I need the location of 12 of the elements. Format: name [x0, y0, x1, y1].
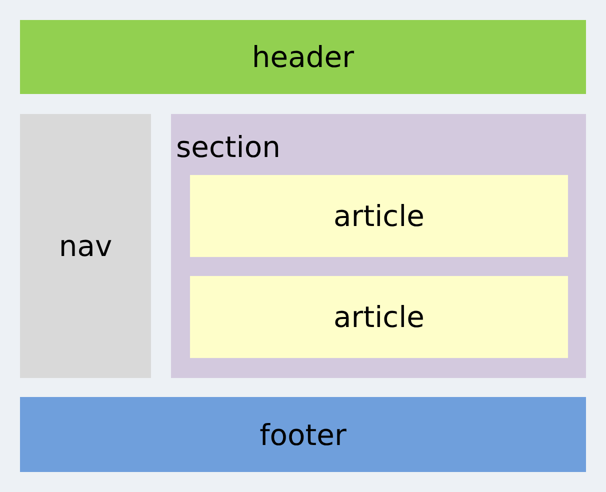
- block-label: header: [252, 40, 354, 74]
- block-label: article: [334, 300, 424, 334]
- layout-block: [171, 114, 586, 378]
- block-label: nav: [58, 229, 112, 263]
- layout-block: [190, 175, 568, 257]
- layout-block: [20, 397, 586, 472]
- block-label: article: [334, 199, 424, 233]
- layout-block: [20, 20, 586, 94]
- layout-block: [190, 276, 568, 358]
- layout-block: [20, 114, 151, 378]
- block-label: section: [176, 130, 280, 164]
- block-label: footer: [260, 418, 346, 452]
